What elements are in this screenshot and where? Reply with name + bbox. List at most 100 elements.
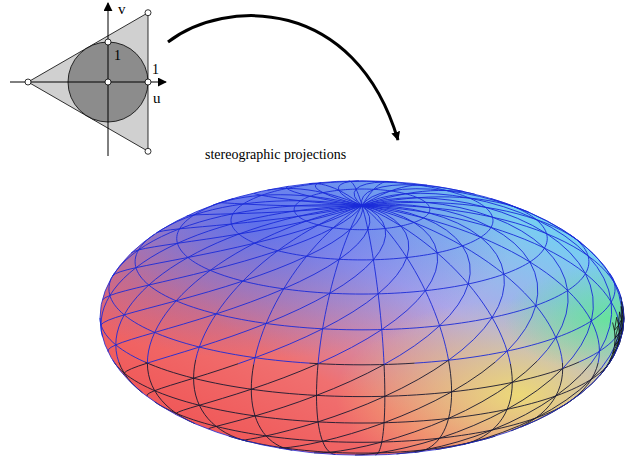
- mesh-line: [272, 344, 289, 351]
- vertex-dot: [145, 148, 151, 154]
- mesh-line: [368, 365, 384, 374]
- mesh-line: [407, 258, 411, 264]
- mesh-line: [313, 223, 315, 225]
- mesh-line: [229, 317, 235, 318]
- mesh-line: [451, 392, 452, 398]
- mesh-line: [398, 245, 402, 251]
- mesh-line: [367, 189, 369, 190]
- mesh-line: [231, 287, 237, 294]
- mesh-line: [297, 202, 299, 204]
- mesh-line: [561, 392, 566, 394]
- mesh-line: [147, 305, 161, 309]
- mesh-line: [398, 226, 400, 227]
- mesh-line: [346, 229, 348, 230]
- mesh-line: [577, 327, 582, 329]
- mesh-line: [516, 268, 520, 270]
- mesh-line: [292, 326, 300, 328]
- mesh-line: [401, 292, 407, 293]
- mesh-line: [439, 251, 443, 253]
- mesh-line: [327, 364, 336, 365]
- mesh-line: [161, 301, 176, 305]
- mesh-line: [212, 271, 216, 273]
- mesh-line: [334, 227, 336, 228]
- mesh-line: [296, 203, 298, 205]
- mesh-line: [536, 304, 541, 306]
- mesh-line: [300, 395, 317, 401]
- mesh-line: [434, 360, 449, 370]
- mesh-line: [507, 340, 517, 351]
- mesh-line: [406, 421, 415, 423]
- mesh-line: [299, 394, 308, 396]
- mesh-line: [150, 391, 155, 393]
- mesh-line: [120, 270, 127, 272]
- mesh-line: [411, 222, 413, 224]
- mesh-line: [216, 314, 222, 315]
- mesh-line: [227, 254, 236, 259]
- mesh-line: [161, 233, 170, 237]
- mesh-line: [394, 191, 396, 192]
- mesh-line: [255, 434, 262, 435]
- mesh-line: [560, 380, 561, 385]
- mesh-line: [184, 408, 191, 410]
- mesh-line: [195, 360, 196, 366]
- mesh-line: [179, 246, 180, 248]
- mesh-line: [272, 391, 281, 393]
- mesh-line: [447, 353, 448, 360]
- mesh-line: [327, 422, 336, 423]
- mesh-line: [290, 393, 299, 395]
- mesh-line: [284, 325, 291, 327]
- mesh-line: [584, 357, 589, 359]
- mesh-line: [321, 452, 330, 454]
- mesh-line: [131, 320, 135, 322]
- mesh-line: [209, 287, 226, 292]
- mesh-line: [614, 308, 616, 314]
- mesh-line: [465, 244, 468, 245]
- mesh-line: [332, 190, 334, 191]
- mesh-line: [514, 235, 525, 239]
- mesh-line: [516, 380, 523, 382]
- mesh-line: [186, 219, 188, 221]
- mesh-line: [186, 402, 192, 404]
- mesh-line: [142, 332, 154, 336]
- mesh-line: [308, 190, 315, 191]
- mesh-line: [232, 419, 243, 422]
- mesh-line: [459, 229, 470, 233]
- mesh-line: [249, 268, 256, 274]
- mesh-line: [432, 305, 435, 312]
- mesh-line: [250, 438, 257, 439]
- mesh-line: [168, 338, 174, 340]
- mesh-line: [310, 222, 312, 224]
- mesh-line: [384, 384, 385, 390]
- mesh-line: [257, 208, 269, 210]
- mesh-line: [257, 436, 266, 438]
- mesh-line: [251, 389, 252, 395]
- mesh-line: [199, 402, 210, 405]
- mesh-line: [376, 229, 378, 230]
- mesh-line: [155, 289, 158, 291]
- mesh-line: [197, 400, 199, 405]
- mesh-line: [594, 327, 596, 333]
- mesh-line: [284, 402, 300, 407]
- mesh-line: [270, 436, 277, 438]
- mesh-line: [243, 414, 251, 415]
- mesh-line: [346, 235, 348, 241]
- mesh-line: [545, 244, 547, 246]
- mesh-line: [176, 237, 177, 239]
- mesh-line: [597, 267, 604, 278]
- mesh-line: [325, 307, 326, 314]
- mesh-line: [461, 434, 468, 435]
- mesh-line: [102, 307, 104, 313]
- mesh-line: [462, 195, 465, 196]
- mesh-line: [388, 293, 394, 294]
- mesh-line: [484, 318, 492, 329]
- mesh-line: [313, 194, 315, 196]
- mesh-line: [544, 398, 550, 400]
- mesh-line: [390, 234, 394, 240]
- mesh-line: [383, 427, 384, 431]
- mesh-line: [353, 446, 367, 449]
- mesh-line: [335, 396, 344, 397]
- mesh-line: [409, 327, 417, 329]
- mesh-line: [208, 419, 212, 423]
- mesh-line: [163, 336, 169, 338]
- mesh-line: [500, 274, 504, 275]
